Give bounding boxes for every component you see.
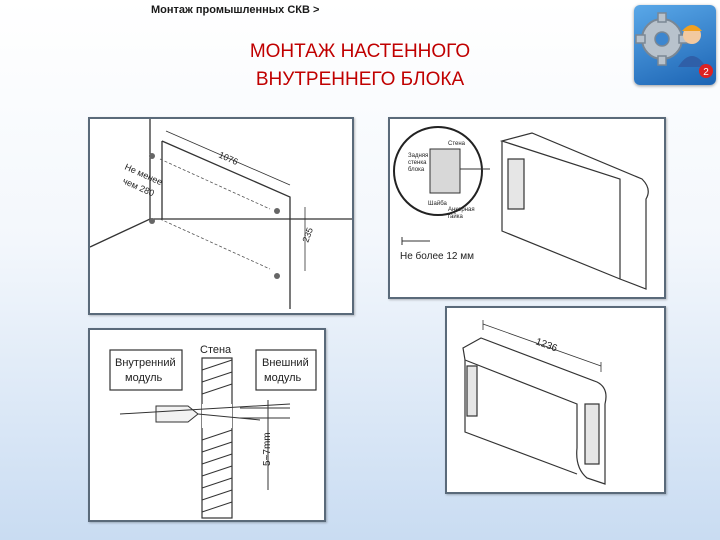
panel-pipe-slope: Внутренний модуль Стена Внешний модуль 5… [88,328,326,522]
screw-markers [149,153,280,279]
panel-mounting-detail: Задняя стенка блока Стена Шайба Анкерная… [388,117,666,299]
title-line-2: ВНУТРЕННЕГО БЛОКА [255,69,465,90]
label-washer: Шайба [428,200,447,207]
outdoor-module-box [255,349,317,391]
label-anchor-2: гайка [448,213,464,220]
panel-wall-marking: 1076 Не менее чем 280 235 [88,117,354,315]
panel-unit-dimension: 1236 [445,306,666,494]
width-dimension: 1076 [217,150,239,167]
indoor-module-box [109,349,183,391]
gap-dimension: Не более 12 мм [400,250,474,262]
logo-badge: 2 [703,67,709,78]
indoor-label-2: модуль [125,372,163,384]
label-wall: Стена [448,141,466,147]
height-dimension: 235 [300,226,315,244]
breadcrumb[interactable]: Монтаж промышленных СКВ > [151,4,320,16]
label-anchor-1: Анкерная [448,207,475,213]
page-title: МОНТАЖ НАСТЕННОГО ВНУТРЕННЕГО БЛОКА [160,38,560,94]
gear-worker-icon: 2 [635,12,713,78]
label-back-wall-1: Задняя [408,153,428,159]
title-line-1: МОНТАЖ НАСТЕННОГО [249,41,471,62]
outdoor-label-2: модуль [264,372,302,384]
drill-tool [119,400,291,490]
wall-hatch [201,357,233,519]
wall-label: Стена [200,344,232,356]
unit-width-dimension: 1236 [534,336,559,354]
outdoor-label-1: Внешний [262,357,309,369]
label-back-wall-2: стенка [408,160,427,166]
indoor-unit-outline [462,337,607,485]
logo: 2 [634,5,716,85]
label-back-wall-3: блока [408,167,425,173]
indoor-label-1: Внутренний [115,357,176,369]
slope-dimension: 5~7mm [262,432,273,466]
